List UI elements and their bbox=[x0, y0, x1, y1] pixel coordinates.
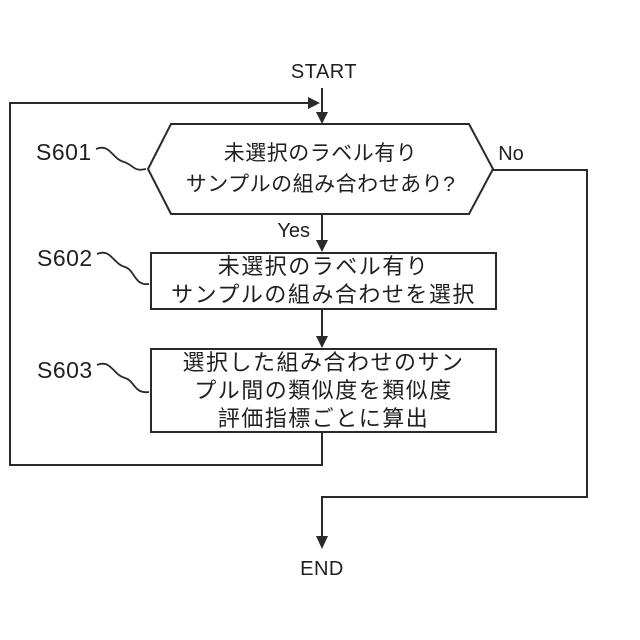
process-s603-line1: 選択した組み合わせのサン bbox=[182, 349, 465, 375]
arrowhead-into-s602 bbox=[316, 240, 328, 252]
arrowhead-into-decision bbox=[316, 112, 328, 124]
step-ref-s603: S603 bbox=[37, 357, 93, 383]
step-ref-s601: S601 bbox=[36, 139, 92, 165]
process-s603-line3: 評価指標ごとに算出 bbox=[217, 405, 430, 431]
end-terminal-label: END bbox=[300, 558, 344, 580]
no-branch-line bbox=[321, 169, 588, 537]
loop-back-line bbox=[9, 102, 323, 466]
process-s602-line1: 未選択のラベル有り bbox=[217, 254, 430, 279]
no-branch-label: No bbox=[498, 143, 524, 165]
step-ref-s602: S602 bbox=[37, 245, 93, 271]
decision-s601-line1: 未選択のラベル有り bbox=[223, 142, 418, 165]
arrowhead-into-s603 bbox=[316, 336, 328, 348]
arrowhead-loop-junction bbox=[308, 97, 320, 109]
start-terminal-label: START bbox=[290, 61, 358, 83]
decision-s601-line2: サンプルの組み合わせあり? bbox=[185, 173, 456, 196]
s602-pointer-squiggle bbox=[96, 251, 150, 285]
process-s603-line2: プル間の類似度を類似度 bbox=[194, 377, 453, 403]
yes-branch-label: Yes bbox=[277, 220, 310, 242]
s601-pointer-squiggle bbox=[95, 146, 147, 171]
process-s602-line2: サンプルの組み合わせを選択 bbox=[171, 282, 476, 307]
process-box-s602: 未選択のラベル有り サンプルの組み合わせを選択 bbox=[150, 252, 497, 310]
decision-s601-text: 未選択のラベル有り サンプルの組み合わせあり? bbox=[150, 124, 491, 214]
arrowhead-into-end bbox=[316, 536, 328, 549]
s603-pointer-squiggle bbox=[96, 362, 150, 393]
process-box-s603: 選択した組み合わせのサン プル間の類似度を類似度 評価指標ごとに算出 bbox=[150, 348, 497, 433]
